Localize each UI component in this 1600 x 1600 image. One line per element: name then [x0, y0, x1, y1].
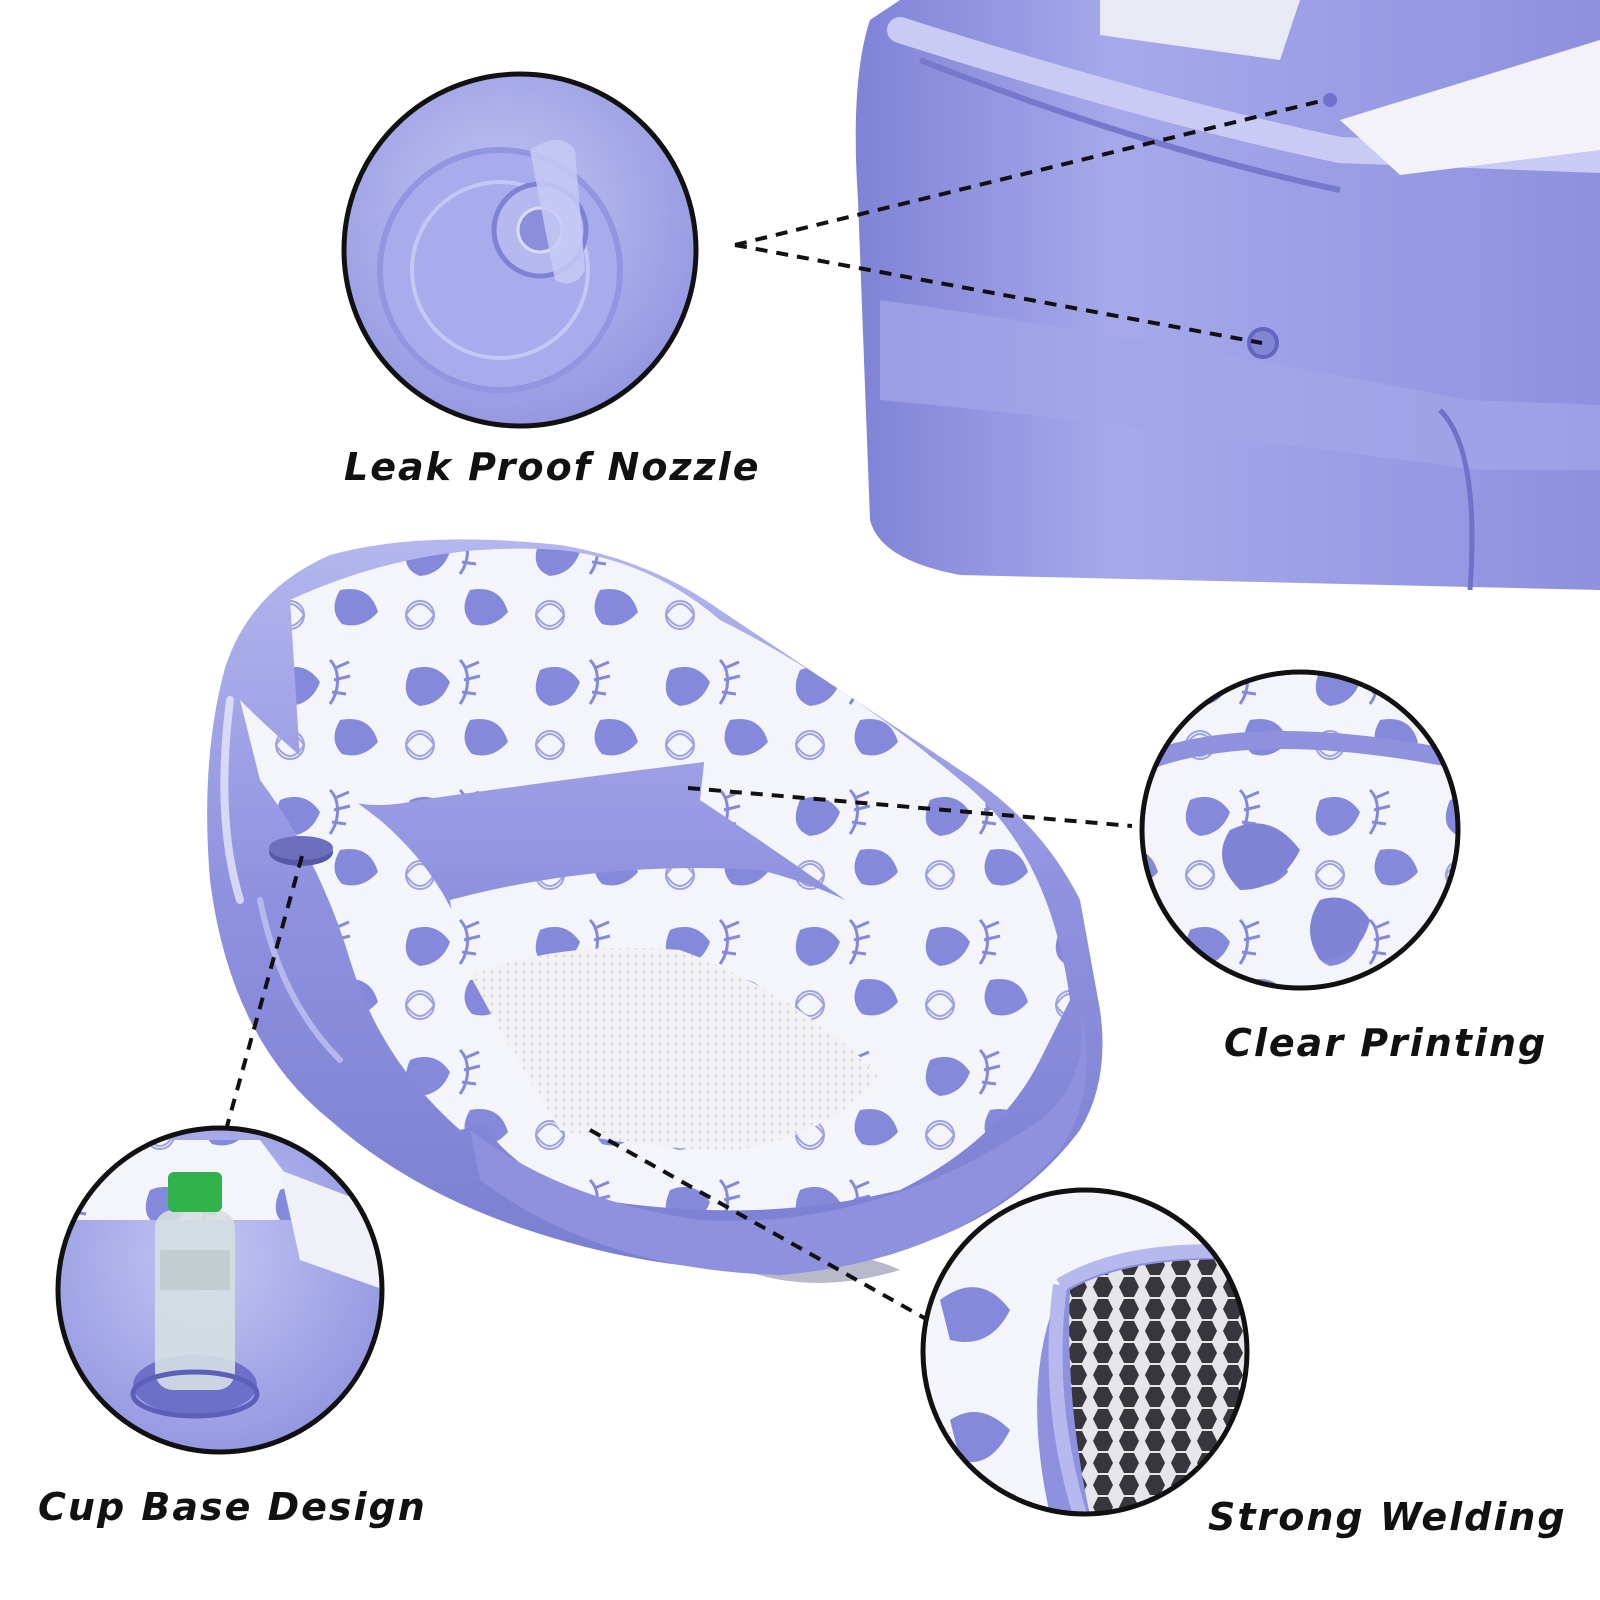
valve-closeup-photo	[855, 0, 1600, 591]
caption-cup-base-design: Cup Base Design	[38, 1485, 427, 1529]
cup-closeup-circle	[55, 1125, 385, 1455]
printing-closeup-circle	[1139, 669, 1461, 991]
nozzle-closeup-circle	[341, 71, 699, 429]
caption-clear-printing: Clear Printing	[1224, 1021, 1548, 1065]
welding-closeup-circle	[920, 1187, 1250, 1517]
caption-leak-proof-nozzle: Leak Proof Nozzle	[344, 445, 761, 489]
caption-strong-welding: Strong Welding	[1208, 1495, 1567, 1539]
lounger-chair-photo	[207, 539, 1103, 1283]
callout-leader-lines	[224, 98, 1326, 1322]
